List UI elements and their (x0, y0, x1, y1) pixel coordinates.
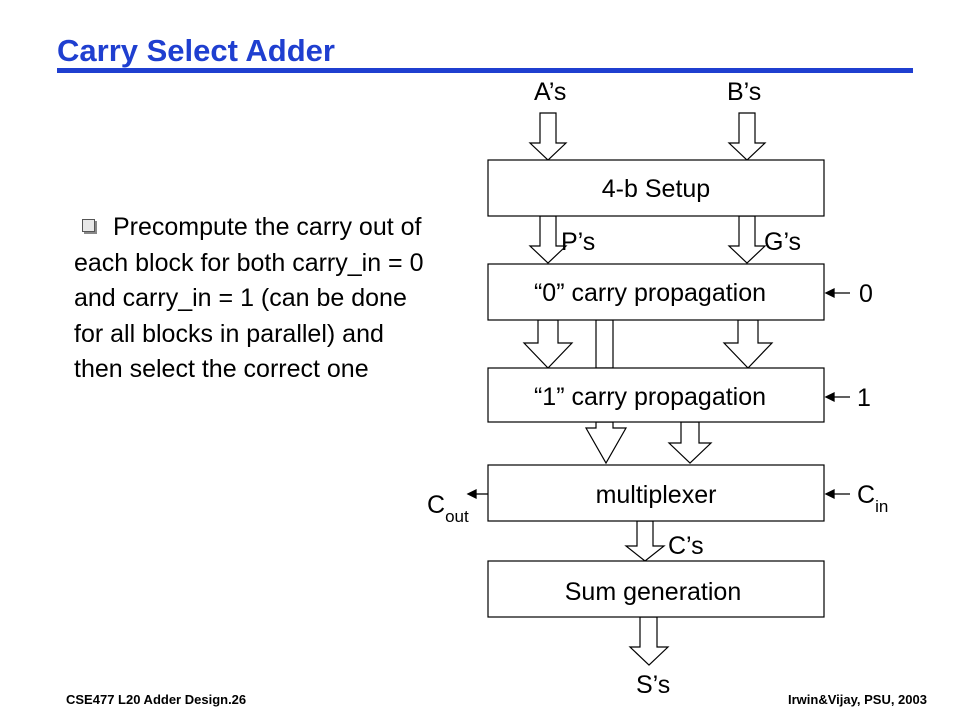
a-input-arrow (528, 112, 568, 161)
carry1-label: “1” carry propagation (534, 383, 766, 411)
carry0-block (487, 263, 825, 321)
g-arrow (727, 215, 767, 264)
bypass-bar (595, 319, 614, 369)
cs-label: C’s (668, 532, 704, 560)
square-bullet-icon (82, 218, 95, 232)
cout-arrow-head (466, 488, 477, 500)
cs-arrow (624, 520, 666, 562)
zero-arrow-head (824, 287, 835, 299)
setup-label: 4-b Setup (602, 175, 710, 203)
ss-label: S’s (636, 671, 670, 699)
bullet-paragraph: Precompute the carry out of each block f… (74, 210, 434, 388)
b-label: B’s (727, 78, 761, 106)
setup-block (487, 159, 825, 217)
carry1-block (487, 367, 825, 423)
slide-title: Carry Select Adder (57, 33, 335, 68)
cin-arrow-head (824, 488, 835, 500)
bullet-text: Precompute the carry out of each block f… (74, 213, 424, 383)
p-label: P’s (561, 228, 595, 256)
footer-credit: Irwin&Vijay, PSU, 2003 (788, 692, 927, 707)
zero-label: 0 (859, 280, 873, 308)
carry0-right-arrow (722, 319, 774, 369)
carry0-label: “0” carry propagation (534, 279, 766, 307)
mux-block (487, 464, 825, 522)
one-label: 1 (857, 384, 871, 412)
mux-label: multiplexer (596, 481, 717, 509)
sum-block (487, 560, 825, 618)
one-arrow-head (824, 391, 835, 403)
p-arrow (528, 215, 568, 264)
cin-label: Cin (857, 481, 888, 516)
carry1-left-arrow (584, 421, 628, 465)
b-input-arrow (727, 112, 767, 161)
footer-course: CSE477 L20 Adder Design.26 (66, 692, 247, 707)
cout-label: Cout (427, 491, 469, 526)
a-label: A’s (534, 78, 566, 106)
ss-arrow (628, 616, 670, 666)
carry1-right-arrow (667, 421, 713, 464)
title-underline (57, 68, 913, 73)
g-label: G’s (764, 228, 801, 256)
carry0-left-arrow (522, 319, 574, 369)
sum-label: Sum generation (565, 578, 742, 606)
